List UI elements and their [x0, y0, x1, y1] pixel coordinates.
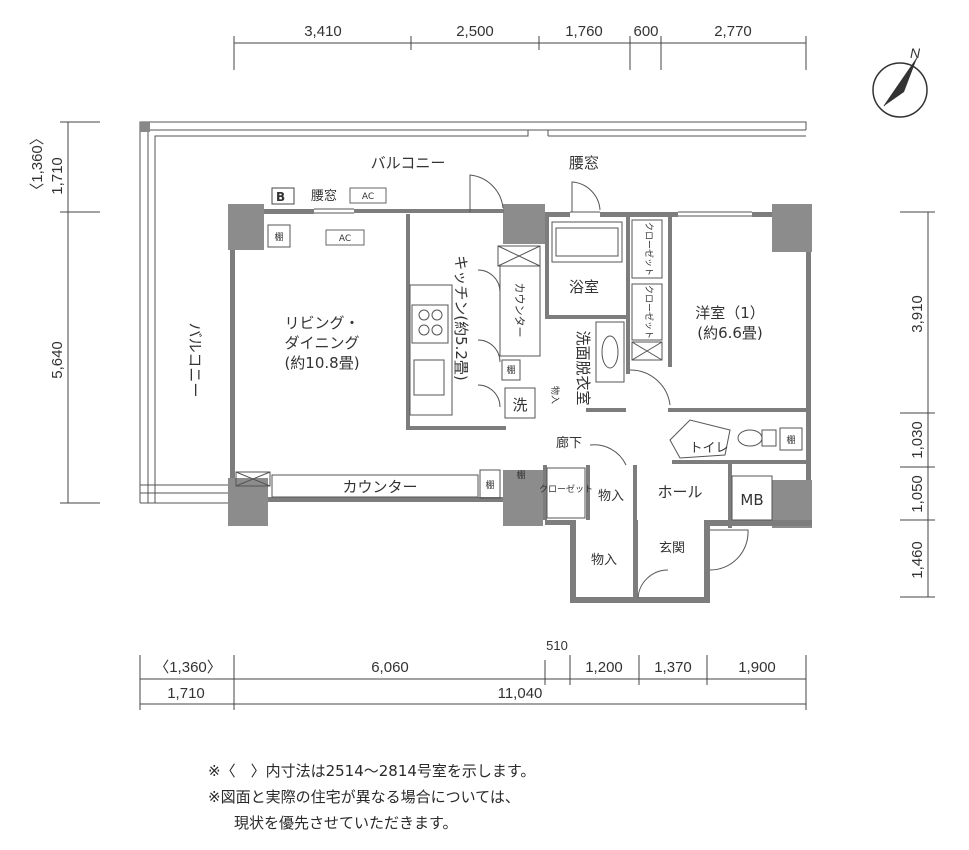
dim-right-4: 1,460 [909, 541, 926, 579]
mb-box [731, 475, 773, 521]
dim-top-2: 2,500 [456, 23, 494, 40]
balcony-top-label: バルコニー [371, 154, 446, 172]
dim-top-3: 1,760 [565, 23, 603, 40]
top-dimension-line [233, 36, 807, 70]
closet-hall [546, 467, 586, 519]
living-label-1: リビング・ [284, 314, 359, 332]
dim-right-3: 1,050 [909, 475, 926, 513]
b-mark: B [276, 190, 285, 204]
living-counter [271, 474, 479, 498]
dim-top-4: 600 [633, 23, 658, 40]
dim-bottom-6: 1,900 [738, 659, 776, 676]
dim-bottom-7: 1,710 [167, 685, 205, 702]
structural-walls [228, 204, 812, 528]
dim-left-1: 〈1,360〉 [29, 130, 46, 198]
bath-label: 浴室 [569, 278, 599, 296]
balcony-left-label: バルコニー [186, 323, 204, 398]
ac-label-1: AC [362, 192, 374, 202]
washbasin-icon [595, 321, 625, 383]
door-swings [469, 174, 749, 599]
ac-label-2: AC [339, 234, 351, 244]
left-dimension-line [60, 121, 100, 504]
ac-box-2 [325, 229, 365, 246]
counter-bottom-label: カウンター [342, 478, 417, 496]
notes: ※〈 〉内寸法は2514～2814号室を示します。 ※図面と実際の住宅が異なる場… [208, 758, 728, 836]
waist-window-left-label: 腰窓 [311, 188, 337, 204]
interior-walls [230, 209, 812, 603]
shelf-label-bottom: 棚 [485, 479, 494, 491]
western-label-2: (約6.6畳) [697, 324, 763, 342]
north-label: N [910, 45, 921, 61]
b-box [271, 187, 295, 205]
kitchen-label: キッチン(約5.2畳) [452, 255, 470, 381]
shelf-label-kitchen: 棚 [506, 364, 515, 376]
counter-vertical-box [497, 245, 541, 357]
dim-bottom-2: 6,060 [371, 659, 409, 676]
dim-bottom-5: 1,370 [654, 659, 692, 676]
note-line-2: ※図面と実際の住宅が異なる場合については、 [208, 788, 520, 806]
toilet-bowl-icon [669, 419, 777, 459]
north-compass-icon: N [872, 45, 928, 118]
counter-vertical-label: カウンター [513, 283, 526, 338]
dim-top-1: 3,410 [304, 23, 342, 40]
corridor-label: 廊下 [556, 435, 582, 451]
toilet-label: トイレ [689, 441, 728, 456]
shelf-label-living: 棚 [274, 231, 283, 243]
right-dimension-line [900, 211, 935, 598]
dim-right-1: 3,910 [909, 295, 926, 333]
western-label-1: 洋室（1） [695, 304, 765, 322]
living-label-3: (約10.8畳) [284, 354, 359, 372]
washroom-label: 洗面脱衣室 [574, 330, 592, 405]
windows [314, 208, 752, 217]
dim-bottom-8: 11,040 [498, 685, 543, 702]
ac-box-1 [349, 187, 387, 204]
dim-top-5: 2,770 [714, 23, 752, 40]
storage-small-label: 物入 [549, 386, 561, 404]
closet-label-2: クローゼット [643, 285, 655, 339]
balcony-corner-post [140, 122, 150, 132]
waist-window-top-label: 腰窓 [569, 154, 599, 172]
dim-left-2: 1,710 [49, 157, 66, 195]
dim-bottom-4: 1,200 [585, 659, 623, 676]
bathtub [551, 221, 623, 263]
bottom-dimension-lines [139, 655, 807, 710]
shelves [235, 224, 803, 499]
entrance-label: 玄関 [659, 541, 685, 556]
dim-left-3: 5,640 [49, 341, 66, 379]
note-line-3: 現状を優先させていただきます。 [234, 814, 458, 832]
mb-label: MB [740, 491, 763, 509]
closet-label-1: クローゼット [643, 222, 655, 276]
living-label-2: ダイニング [284, 334, 359, 352]
hall-label: ホール [657, 483, 702, 501]
storage2-label: 物入 [591, 553, 617, 568]
kitchen-counter [409, 284, 453, 416]
laundry-box [504, 387, 536, 419]
storage1-label: 物入 [598, 489, 624, 504]
closet-western [631, 219, 663, 361]
closet-hall-label: クローゼット [539, 483, 593, 495]
note-line-1: ※〈 〉内寸法は2514～2814号室を示します。 [208, 762, 536, 780]
dim-right-2: 1,030 [909, 421, 926, 459]
dim-bottom-1: 〈1,360〉 [154, 659, 222, 676]
dim-bottom-3: 510 [546, 638, 568, 653]
shelf-label-toilet: 棚 [786, 434, 795, 446]
shelf-label-mid: 棚 [516, 469, 525, 481]
laundry-label: 洗 [512, 396, 527, 414]
